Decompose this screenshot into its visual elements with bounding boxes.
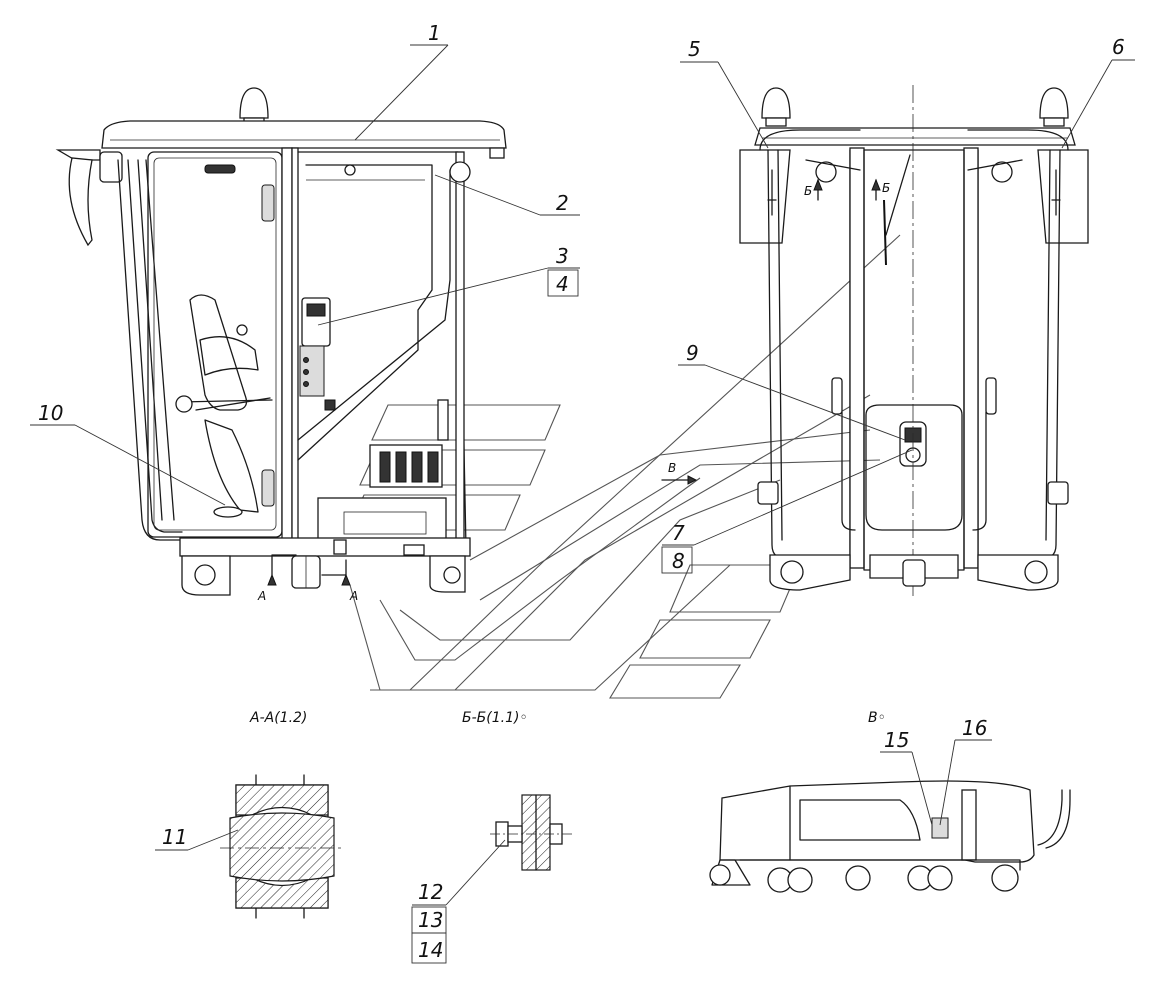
callout-8: 8: [672, 549, 685, 573]
section-marks: А А Б Б В: [257, 181, 890, 603]
callout-1: 1: [428, 21, 441, 45]
callout-9: 9: [686, 341, 699, 365]
section-b-bolt: [490, 794, 575, 871]
callout-5: 5: [688, 37, 701, 61]
callout-13: 13: [418, 908, 443, 932]
mirror-front-left: [739, 149, 791, 244]
cab-front-view: [661, 85, 1089, 600]
callout-2: 2: [556, 191, 569, 215]
callout-3: 3: [556, 244, 569, 268]
roof: [101, 120, 507, 149]
view-arrow-v-label: В: [668, 461, 676, 475]
view-title-v: В◦: [868, 710, 886, 726]
section-mark-a-right: А: [349, 589, 358, 603]
section-titles: А-А(1.2) Б-Б(1.1)◦ В◦: [249, 710, 886, 726]
cab-side-view: [55, 87, 507, 596]
beacon-left: [239, 87, 269, 119]
beacon-right-1: [761, 87, 791, 119]
beacon-right-2: [1039, 87, 1069, 119]
storage-box: [317, 497, 447, 541]
callout-7: 7: [672, 521, 685, 545]
section-mark-b-right: Б: [882, 181, 890, 195]
callout-16: 16: [962, 716, 987, 740]
callout-numbers: 1 2 3 4 5 6 7 8 9 10 11 12 13 14 15 16: [38, 21, 1125, 962]
callout-10: 10: [38, 401, 63, 425]
section-a-bushing: [220, 774, 345, 919]
section-mark-a-left: А: [257, 589, 266, 603]
callout-12: 12: [418, 880, 443, 904]
callout-4: 4: [556, 272, 569, 296]
mirror-left: [68, 157, 93, 247]
callout-11: 11: [162, 825, 187, 849]
mirror-front-right: [1037, 149, 1089, 244]
callout-14: 14: [418, 938, 443, 962]
section-title-a-a: А-А(1.2): [249, 710, 307, 726]
section-title-b-b: Б-Б(1.1)◦: [462, 710, 528, 726]
section-mark-b-left: Б: [804, 184, 812, 198]
callout-leaders: [30, 44, 1135, 964]
view-v-underside: [709, 780, 1071, 893]
callout-15: 15: [884, 728, 909, 752]
roof-front: [754, 127, 1076, 146]
background-chevron-graphic: [347, 234, 901, 699]
rear-post-pivot: [449, 161, 471, 183]
callout-6: 6: [1112, 35, 1125, 59]
